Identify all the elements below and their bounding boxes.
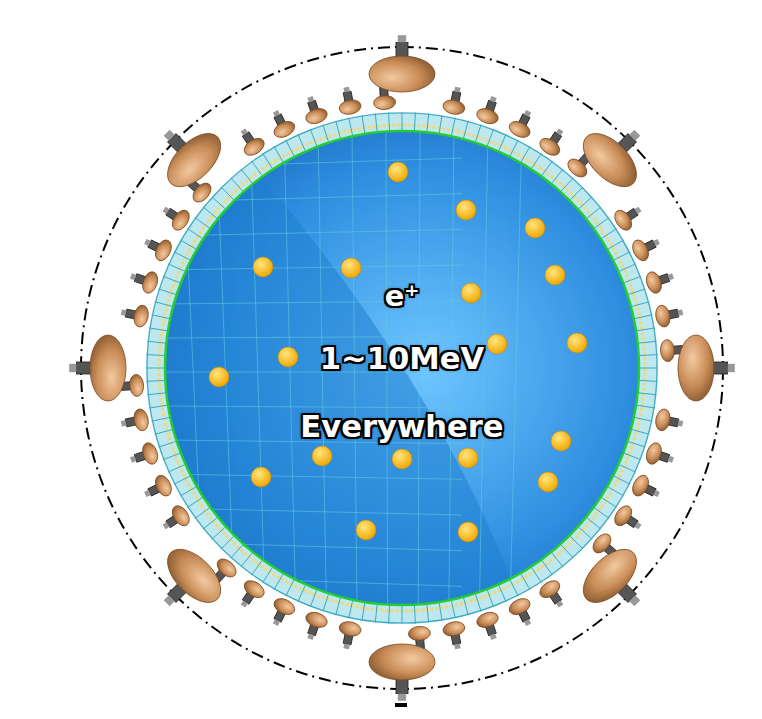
- sphere-label: Everywhere: [165, 409, 639, 444]
- pmt-array: [69, 35, 735, 701]
- acrylic-sphere: [142, 108, 639, 628]
- sphere-label: 1~10MeV: [165, 341, 639, 376]
- tick-mark: [395, 703, 407, 707]
- outer-boundary: [81, 47, 723, 689]
- sphere-label: e⁺: [165, 279, 639, 313]
- detector-sphere: e⁺ 1~10MeV Everywhere: [165, 131, 639, 605]
